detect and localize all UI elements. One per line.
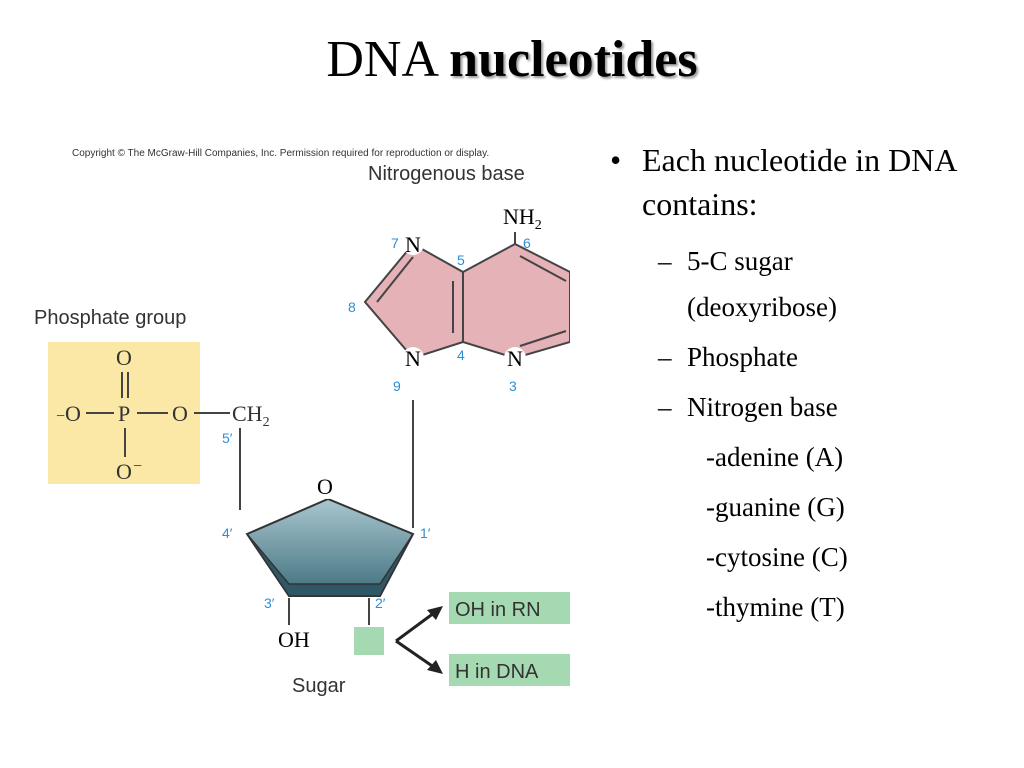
- imidazole-ring: [363, 242, 464, 360]
- atom-o-left: O: [65, 401, 81, 426]
- dash-marker: –: [658, 342, 672, 372]
- base-item: -cytosine (C): [706, 542, 848, 572]
- title-nucleotides: nucleotides: [449, 31, 698, 88]
- amino-group: NH2: [503, 204, 542, 233]
- title-dna: DNA: [326, 31, 437, 88]
- ring-number-8: 8: [348, 299, 356, 315]
- sugar-number-5: 5′: [222, 430, 233, 446]
- dash-marker: –: [658, 246, 672, 276]
- component-text: (deoxyribose): [687, 292, 837, 322]
- option-rna-box: [449, 592, 570, 624]
- arrow-to-dna: [395, 639, 439, 672]
- n9-bg: [402, 347, 424, 369]
- slide-title: DNA nucleotides: [0, 30, 1024, 89]
- atom-o-top: O: [116, 345, 132, 370]
- sugar-number-3: 3′: [264, 595, 275, 611]
- sugar-label: Sugar: [292, 675, 346, 697]
- bullet-main: • Each nucleotide in DNA contains:: [600, 138, 1010, 226]
- bullet-main-text: Each nucleotide in DNA contains:: [642, 142, 956, 222]
- arrow-head-rna: [427, 606, 443, 620]
- pyrimidine-ring: [462, 242, 570, 360]
- atom-n7: N: [405, 232, 421, 257]
- minus-left: −: [56, 408, 65, 425]
- ring-number-5: 5: [457, 252, 465, 268]
- component-text: 5-C sugar: [687, 246, 793, 276]
- n3-bg: [504, 347, 526, 369]
- ring-number-3: 3: [509, 378, 517, 394]
- double-bond-c2n3: [519, 330, 567, 347]
- atom-n9: N: [405, 346, 421, 371]
- arrow-to-rna: [395, 608, 439, 643]
- ch2-group: CH2: [232, 401, 270, 430]
- base-item: -guanine (G): [706, 492, 845, 522]
- c2-substituent-box: [354, 627, 384, 655]
- double-bond-c6n1: [519, 255, 567, 282]
- n7-bg: [402, 233, 424, 255]
- sugar-ring-edge: [246, 533, 414, 597]
- bullet-dot: •: [610, 142, 622, 178]
- component-text: Phosphate: [687, 342, 798, 372]
- phosphate-group-label: Phosphate group: [34, 307, 186, 329]
- double-bond-c8n7: [376, 256, 414, 303]
- nucleotide-diagram: Copyright © The McGraw-Hill Companies, I…: [34, 148, 570, 697]
- ring-number-6: 6: [523, 235, 531, 251]
- bullet-list: • Each nucleotide in DNA contains: – 5-C…: [600, 138, 1010, 632]
- atom-n3: N: [507, 346, 523, 371]
- option-rna-text: OH in RN: [455, 599, 541, 621]
- copyright-text: Copyright © The McGraw-Hill Companies, I…: [72, 148, 489, 159]
- sugar-number-1: 1′: [420, 525, 431, 541]
- minus-bottom: −: [133, 458, 142, 475]
- atom-p: P: [118, 401, 130, 426]
- nitrogenous-base-label: Nitrogenous base: [368, 163, 525, 185]
- ring-number-9: 9: [393, 378, 401, 394]
- base-item: -adenine (A): [706, 442, 844, 472]
- component-text: Nitrogen base: [687, 392, 838, 422]
- ring-number-4: 4: [457, 347, 465, 363]
- sugar-number-2: 2′: [375, 595, 386, 611]
- hydroxyl-3: OH: [278, 627, 310, 652]
- atom-o-right: O: [172, 401, 188, 426]
- arrow-head-dna: [427, 660, 443, 674]
- phosphate-box: [48, 342, 200, 484]
- component-item-continuation: (deoxyribose): [600, 282, 1010, 332]
- component-item: – 5-C sugar: [600, 236, 1010, 286]
- sugar-number-4: 4′: [222, 525, 233, 541]
- nucleotide-figure: Copyright © The McGraw-Hill Companies, I…: [0, 130, 570, 710]
- option-dna-text: H in DNA: [455, 661, 539, 683]
- ring-oxygen: O: [317, 474, 333, 499]
- component-list: – 5-C sugar (deoxyribose) – Phosphate – …: [600, 236, 1010, 632]
- atom-o-bottom: O: [116, 459, 132, 484]
- ring-oxygen-bg: [315, 473, 341, 499]
- component-item: – Phosphate: [600, 332, 1010, 382]
- component-item: – Nitrogen base: [600, 382, 1010, 432]
- dash-marker: –: [658, 392, 672, 422]
- ring-number-7: 7: [391, 235, 399, 251]
- option-dna-box: [449, 654, 570, 686]
- base-item: -thymine (T): [706, 592, 845, 622]
